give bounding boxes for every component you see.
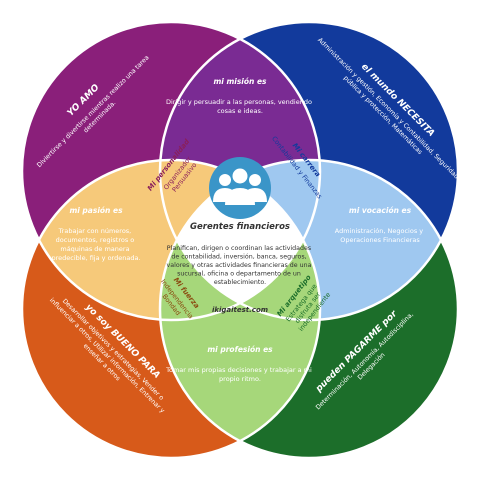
vocation-title: mi vocación es: [349, 206, 412, 215]
circle-outlines: [20, 20, 460, 460]
passion-text: Trabajar con números, documentos, regist…: [51, 227, 140, 262]
mission-text: Dirigir y persuadir a las personas, vend…: [166, 98, 314, 115]
passion-title: mi pasión es: [69, 206, 123, 215]
profession-title: mi profesión es: [207, 345, 273, 354]
profession-text: Tomar mis propias decisiones y trabajar …: [165, 366, 314, 383]
vocation-text: Administración, Negocios y Operaciones F…: [335, 227, 425, 244]
center-title: Gerentes financieros: [190, 222, 290, 232]
mission-title: mi misión es: [213, 77, 267, 86]
website-label: ikigaitest.com: [212, 306, 268, 314]
people-group-icon: [209, 157, 271, 219]
center-description: Planifican, dirigen o coordinan las acti…: [167, 245, 314, 286]
